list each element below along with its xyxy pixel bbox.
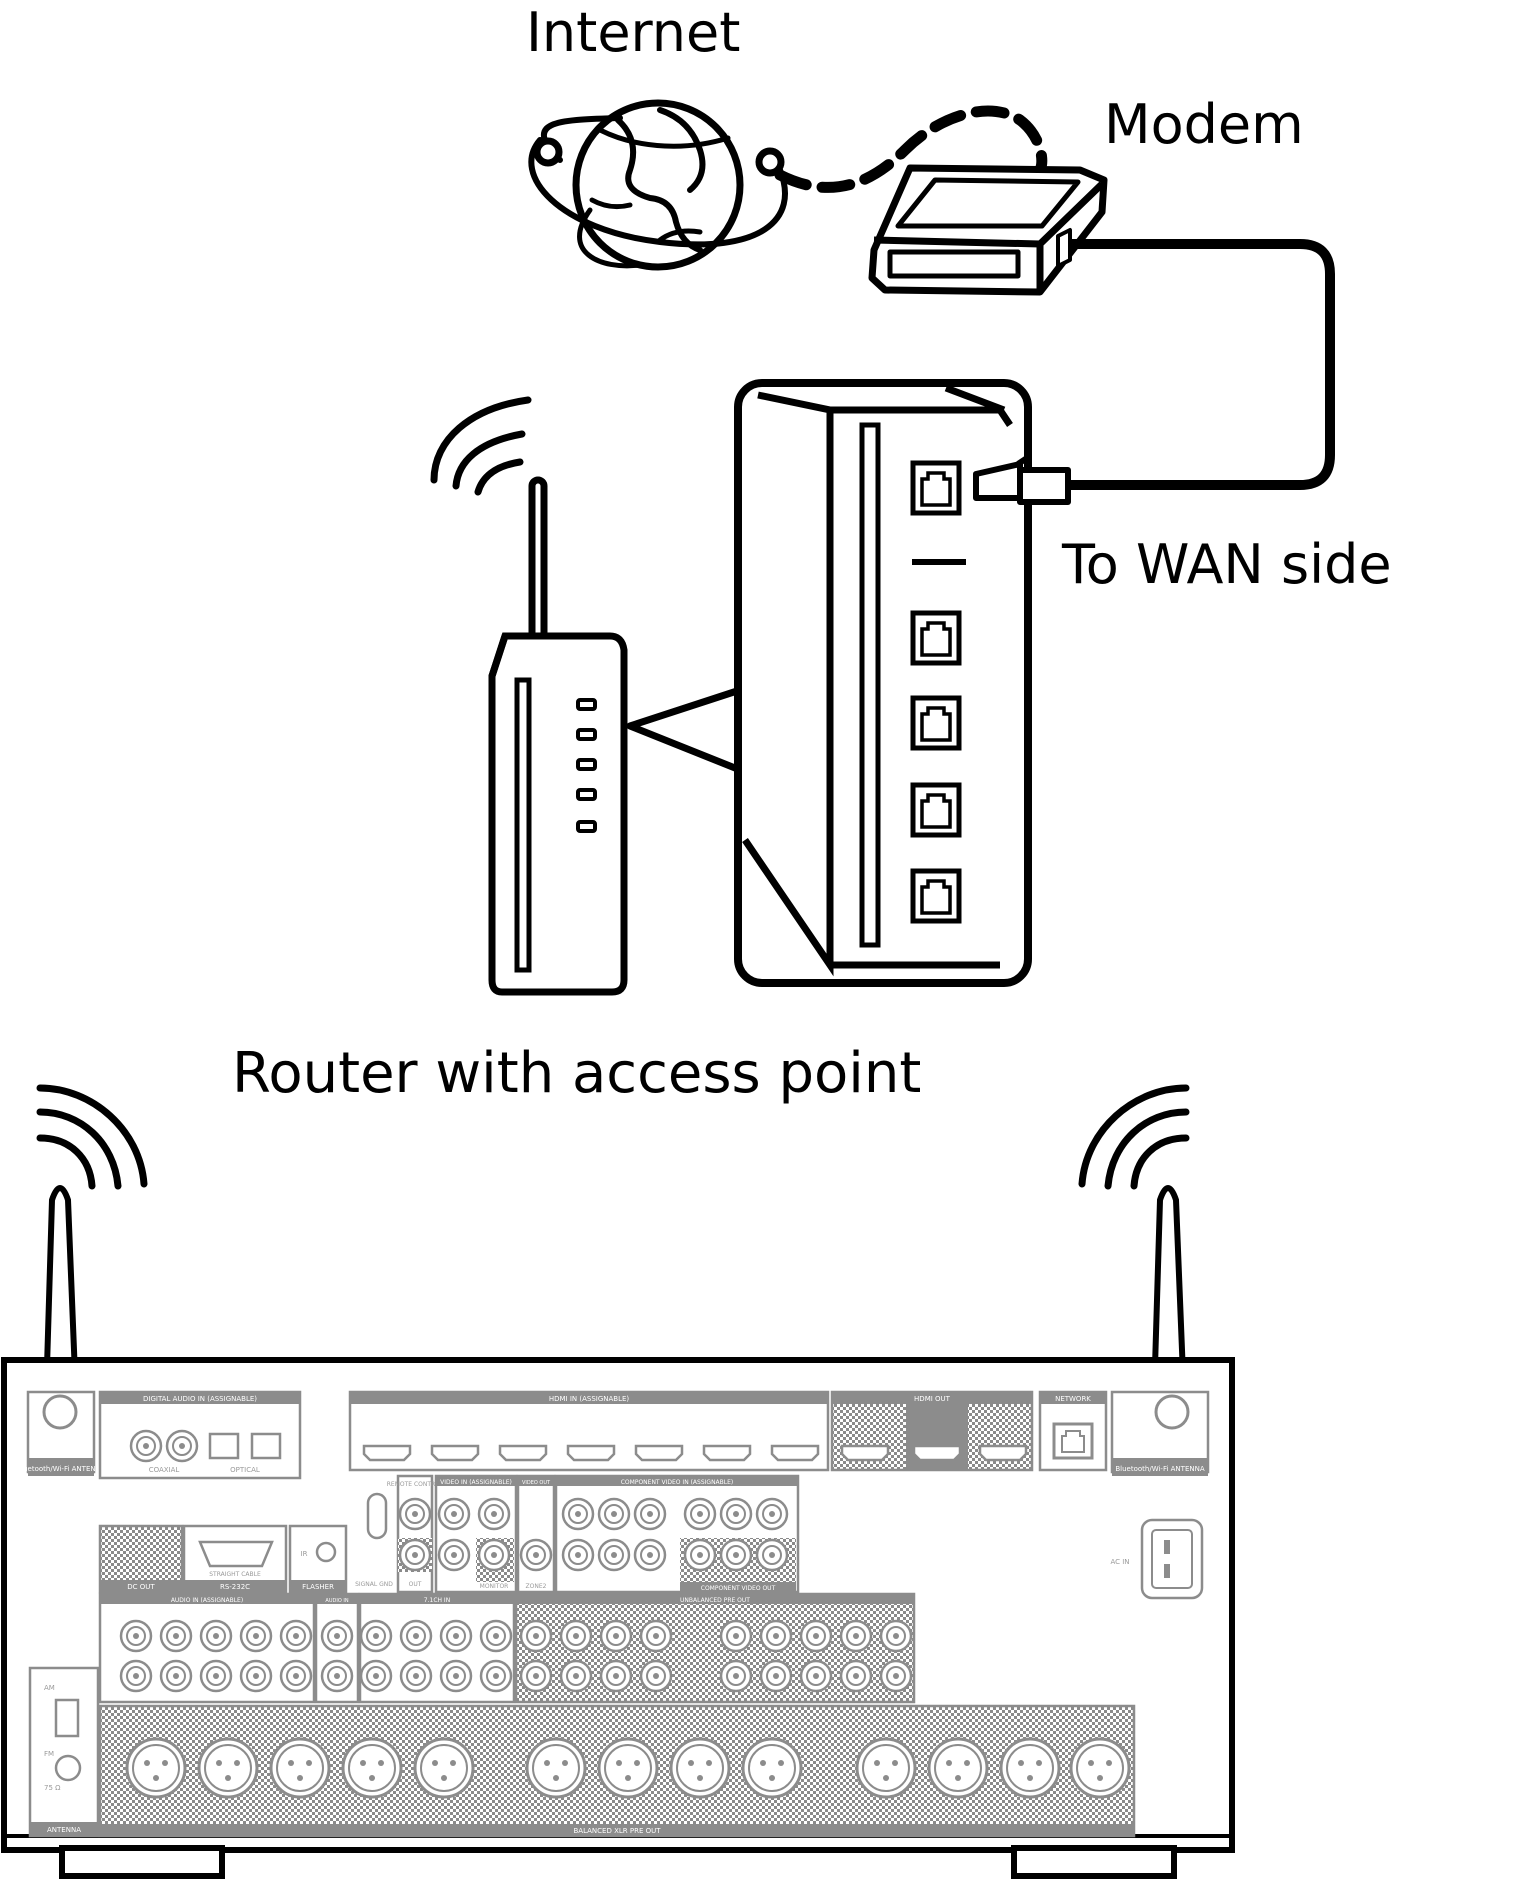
hdmi-out-label: HDMI OUT	[914, 1395, 951, 1403]
optical-label: OPTICAL	[230, 1466, 260, 1474]
internet-link	[774, 105, 1048, 193]
modem-icon	[868, 164, 1108, 296]
video-out-label: VIDEO OUT	[522, 1480, 551, 1486]
ch71-in-label: 7.1CH IN	[424, 1597, 450, 1604]
av-receiver: Bluetooth/Wi-Fi ANTENNA Bluetooth/Wi-Fi …	[1, 1084, 1235, 1879]
ethernet-plug-icon	[973, 453, 1071, 505]
straight-cable-label: STRAIGHT CABLE	[209, 1571, 261, 1578]
ohm-label: 75 Ω	[44, 1784, 61, 1792]
unbalanced-pre-out-label: UNBALANCED PRE OUT	[680, 1597, 750, 1604]
component-video-out-label: COMPONENT VIDEO OUT	[701, 1585, 776, 1592]
wan-port	[913, 463, 959, 513]
antenna-label-right: Bluetooth/Wi-Fi ANTENNA	[1115, 1465, 1204, 1473]
coaxial-label: COAXIAL	[149, 1466, 180, 1474]
rs232c-label: RS-232C	[220, 1583, 250, 1591]
component-video-in-label: COMPONENT VIDEO IN (ASSIGNABLE)	[621, 1479, 734, 1486]
wan-cable	[1070, 239, 1335, 490]
dc-out-label: DC OUT	[127, 1583, 155, 1591]
balanced-xlr-label: BALANCED XLR PRE OUT	[573, 1827, 661, 1835]
audio-in-phono-label: AUDIO IN	[325, 1598, 348, 1604]
modem-label: Modem	[1104, 93, 1304, 156]
video-in-label: VIDEO IN (ASSIGNABLE)	[440, 1479, 512, 1486]
remote-control-label: REMOTE CONTROL	[387, 1481, 444, 1488]
antenna-left	[36, 1084, 148, 1403]
ac-in-label: AC IN	[1110, 1558, 1129, 1566]
monitor-label: MONITOR	[480, 1583, 509, 1590]
audio-in-label: AUDIO IN (ASSIGNABLE)	[171, 1597, 243, 1604]
fm-label: FM	[44, 1750, 54, 1758]
router-icon	[430, 396, 628, 996]
out-label: OUT	[409, 1581, 422, 1588]
hdmi-in-label: HDMI IN (ASSIGNABLE)	[549, 1395, 630, 1403]
ir-label: IR	[301, 1550, 308, 1558]
globe-icon	[528, 99, 788, 271]
digital-audio-label: DIGITAL AUDIO IN (ASSIGNABLE)	[143, 1395, 257, 1403]
xlr-jacks	[125, 1737, 1131, 1799]
antenna-right	[1078, 1084, 1190, 1403]
wan-side-label: To WAN side	[1062, 533, 1392, 596]
network-label: NETWORK	[1055, 1395, 1091, 1403]
internet-label: Internet	[526, 1, 741, 64]
router-label: Router with access point	[232, 1041, 922, 1106]
flasher-label: FLASHER	[302, 1583, 334, 1591]
signal-gnd-label: SIGNAL GND	[355, 1581, 393, 1588]
am-label: AM	[44, 1684, 55, 1692]
antenna-label: ANTENNA	[47, 1826, 81, 1834]
antenna-label-left: Bluetooth/Wi-Fi ANTENNA	[16, 1465, 105, 1473]
zone2-label: ZONE2	[526, 1583, 547, 1590]
